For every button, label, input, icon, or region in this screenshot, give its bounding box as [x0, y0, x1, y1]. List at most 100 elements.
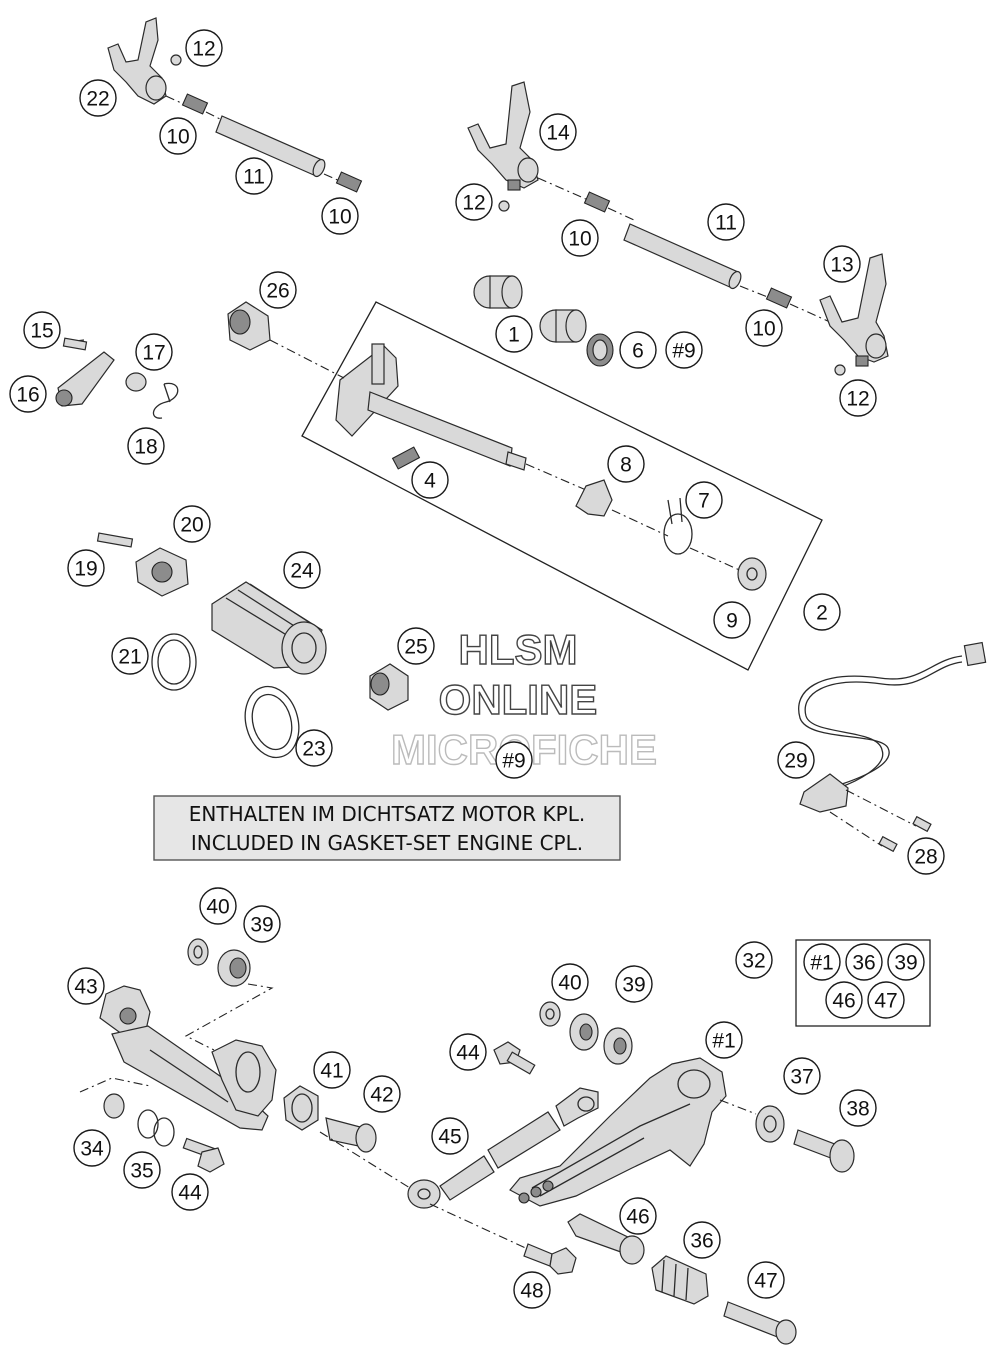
callout-label: 37	[790, 1066, 813, 1089]
callout-k-39: 39	[887, 943, 925, 981]
callout-circle	[665, 331, 703, 369]
callout-circle	[321, 197, 359, 235]
callout-c13: 13	[823, 245, 861, 283]
spring-4	[391, 446, 421, 470]
shift-fork-22	[107, 17, 167, 105]
callout-c19: 19	[67, 549, 105, 587]
callout-circle	[735, 941, 773, 979]
shift-rail-upper-left	[165, 54, 363, 193]
screw-47	[723, 1301, 797, 1345]
callout-label: 9	[726, 610, 738, 633]
callout-label: 16	[16, 384, 39, 407]
callout-label: 48	[520, 1280, 543, 1303]
washer-40-right	[539, 1001, 561, 1027]
callout-circle	[619, 1197, 657, 1235]
callout-c21: 21	[111, 637, 149, 675]
callout-c17: 17	[135, 333, 173, 371]
callout-circle	[235, 157, 273, 195]
callout-label: 12	[192, 38, 215, 61]
callout-c40-a: 40	[199, 887, 237, 925]
callout-k-47: 47	[867, 981, 905, 1019]
callout-label: 2	[816, 602, 828, 625]
callout-circle	[777, 741, 815, 779]
callout-c23: 23	[295, 729, 333, 767]
kit-box-32	[795, 939, 931, 1027]
callout-label: 46	[626, 1206, 649, 1229]
callout-c43: 43	[67, 967, 105, 1005]
callout-circle	[839, 1089, 877, 1127]
callout-c8: 8	[607, 445, 645, 483]
callout-circle	[283, 551, 321, 589]
callout-label: 38	[846, 1098, 869, 1121]
callout-label: 34	[80, 1138, 104, 1161]
callout-label: 11	[715, 212, 737, 235]
callout-label: 10	[166, 126, 189, 149]
callout-c7: 7	[685, 481, 723, 519]
callout-circle	[619, 331, 657, 369]
bearing-23	[244, 685, 300, 759]
callout-circle	[495, 315, 533, 353]
callout-circle	[713, 601, 751, 639]
callout-c22: 22	[79, 79, 117, 117]
shift-shaft-frame	[301, 301, 823, 671]
shift-bushing-8	[575, 479, 613, 517]
bearing-21	[151, 633, 197, 691]
callout-circle	[823, 245, 861, 283]
shift-drum-24	[211, 581, 327, 675]
callout-label: 11	[243, 166, 265, 189]
callout-circle	[123, 1151, 161, 1189]
callout-k-36: 36	[845, 943, 883, 981]
callout-circle	[887, 943, 925, 981]
gear-sensor-29	[798, 641, 987, 853]
callout-circle	[803, 943, 841, 981]
callout-label: 8	[620, 454, 632, 477]
note-line-de: ENTHALTEN IM DICHTSATZ MOTOR KPL.	[189, 802, 585, 826]
callout-label: 39	[894, 952, 917, 975]
callout-c11-a: 11	[235, 157, 273, 195]
callout-label: 1	[508, 324, 520, 347]
callout-circle	[685, 481, 723, 519]
callout-circle	[449, 1033, 487, 1071]
needle-bearing-1	[473, 275, 587, 343]
callout-c46: 46	[619, 1197, 657, 1235]
callout-label: 10	[328, 206, 351, 229]
callout-c18: 18	[127, 427, 165, 465]
callout-label: 46	[832, 990, 855, 1013]
callout-label: 23	[302, 738, 325, 761]
callout-c6: 6	[619, 331, 657, 369]
locking-lever-16	[55, 337, 179, 419]
callout-label: 12	[846, 388, 869, 411]
callout-circle	[9, 375, 47, 413]
callout-circle	[199, 887, 237, 925]
shift-shaft-sleeve-26	[227, 301, 345, 379]
callout-circle	[839, 379, 877, 417]
callout-c36: 36	[683, 1221, 721, 1259]
callout-circle	[111, 637, 149, 675]
callout-c2: 2	[803, 593, 841, 631]
callout-label: 29	[784, 750, 807, 773]
callout-c40-b: 40	[551, 963, 589, 1001]
callout-label: 47	[874, 990, 897, 1013]
bolt-42	[325, 1117, 377, 1153]
bushing-41	[283, 1085, 319, 1131]
callout-c38: 38	[839, 1089, 877, 1127]
callout-circle	[171, 1173, 209, 1211]
callout-label: 47	[754, 1270, 777, 1293]
washer-37	[719, 1099, 785, 1143]
callout-circle	[67, 967, 105, 1005]
note-line-en: INCLUDED IN GASKET-SET ENGINE CPL.	[191, 831, 583, 855]
callout-circle	[23, 311, 61, 349]
callout-c41: 41	[313, 1051, 351, 1089]
callout-c9: 9	[713, 601, 751, 639]
callout-circle	[705, 1021, 743, 1059]
callout-c9h-a: #9	[665, 331, 703, 369]
shift-drum-locator-20	[96, 532, 189, 597]
washer-40-left	[187, 938, 209, 966]
rubber-36	[651, 1255, 709, 1305]
callout-c1h: #1	[705, 1021, 743, 1059]
callout-circle	[783, 1057, 821, 1095]
callout-c28: 28	[907, 837, 945, 875]
callout-c25: 25	[397, 627, 435, 665]
callout-layer: 1246789#9#910101010111112121213141516171…	[9, 29, 945, 1309]
